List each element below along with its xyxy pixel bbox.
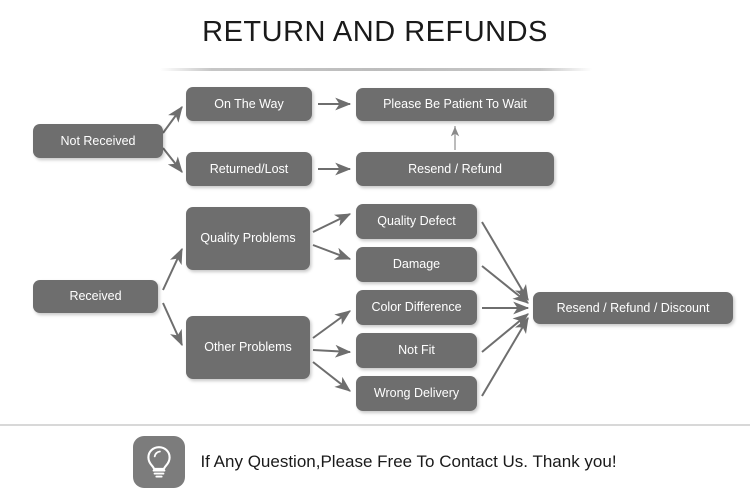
node-received[interactable]: Received	[33, 280, 158, 313]
connector-other-colordifference	[312, 310, 351, 339]
node-wrong-delivery[interactable]: Wrong Delivery	[356, 376, 477, 411]
connector-defect-final	[481, 221, 529, 302]
connector-received-other	[162, 302, 183, 347]
node-resend-refund[interactable]: Resend / Refund	[356, 152, 554, 186]
page-title: RETURN AND REFUNDS	[202, 16, 548, 48]
node-damage[interactable]: Damage	[356, 247, 477, 282]
connector-other-wrongdelivery	[312, 361, 351, 392]
connector-quality-damage	[312, 244, 352, 260]
connector-other-notfit	[312, 344, 352, 358]
node-resend-refund-discount[interactable]: Resend / Refund / Discount	[533, 292, 733, 324]
node-not-fit[interactable]: Not Fit	[356, 333, 477, 368]
connector-damage-final	[481, 265, 529, 304]
node-returned-lost[interactable]: Returned/Lost	[186, 152, 312, 186]
node-other-problems[interactable]: Other Problems	[186, 316, 310, 379]
connector-notfit-final	[481, 313, 529, 353]
node-not-received[interactable]: Not Received	[33, 124, 163, 158]
footer: If Any Question,Please Free To Contact U…	[0, 436, 750, 488]
lightbulb-icon	[133, 436, 186, 488]
node-quality-problems[interactable]: Quality Problems	[186, 207, 310, 270]
connector-notreceived-ontheway	[162, 106, 183, 134]
node-quality-defect[interactable]: Quality Defect	[356, 204, 477, 239]
connector-notreceived-returnedlost	[162, 147, 183, 173]
connector-quality-defect	[312, 213, 352, 233]
footer-message: If Any Question,Please Free To Contact U…	[200, 452, 617, 471]
title-divider	[160, 68, 592, 71]
node-please-be-patient-to-wait[interactable]: Please Be Patient To Wait	[356, 88, 554, 121]
node-on-the-way[interactable]: On The Way	[186, 87, 312, 121]
node-color-difference[interactable]: Color Difference	[356, 290, 477, 325]
connector-received-quality	[162, 247, 183, 291]
connector-wrongdelivery-final	[481, 316, 529, 397]
footer-divider	[0, 424, 750, 426]
